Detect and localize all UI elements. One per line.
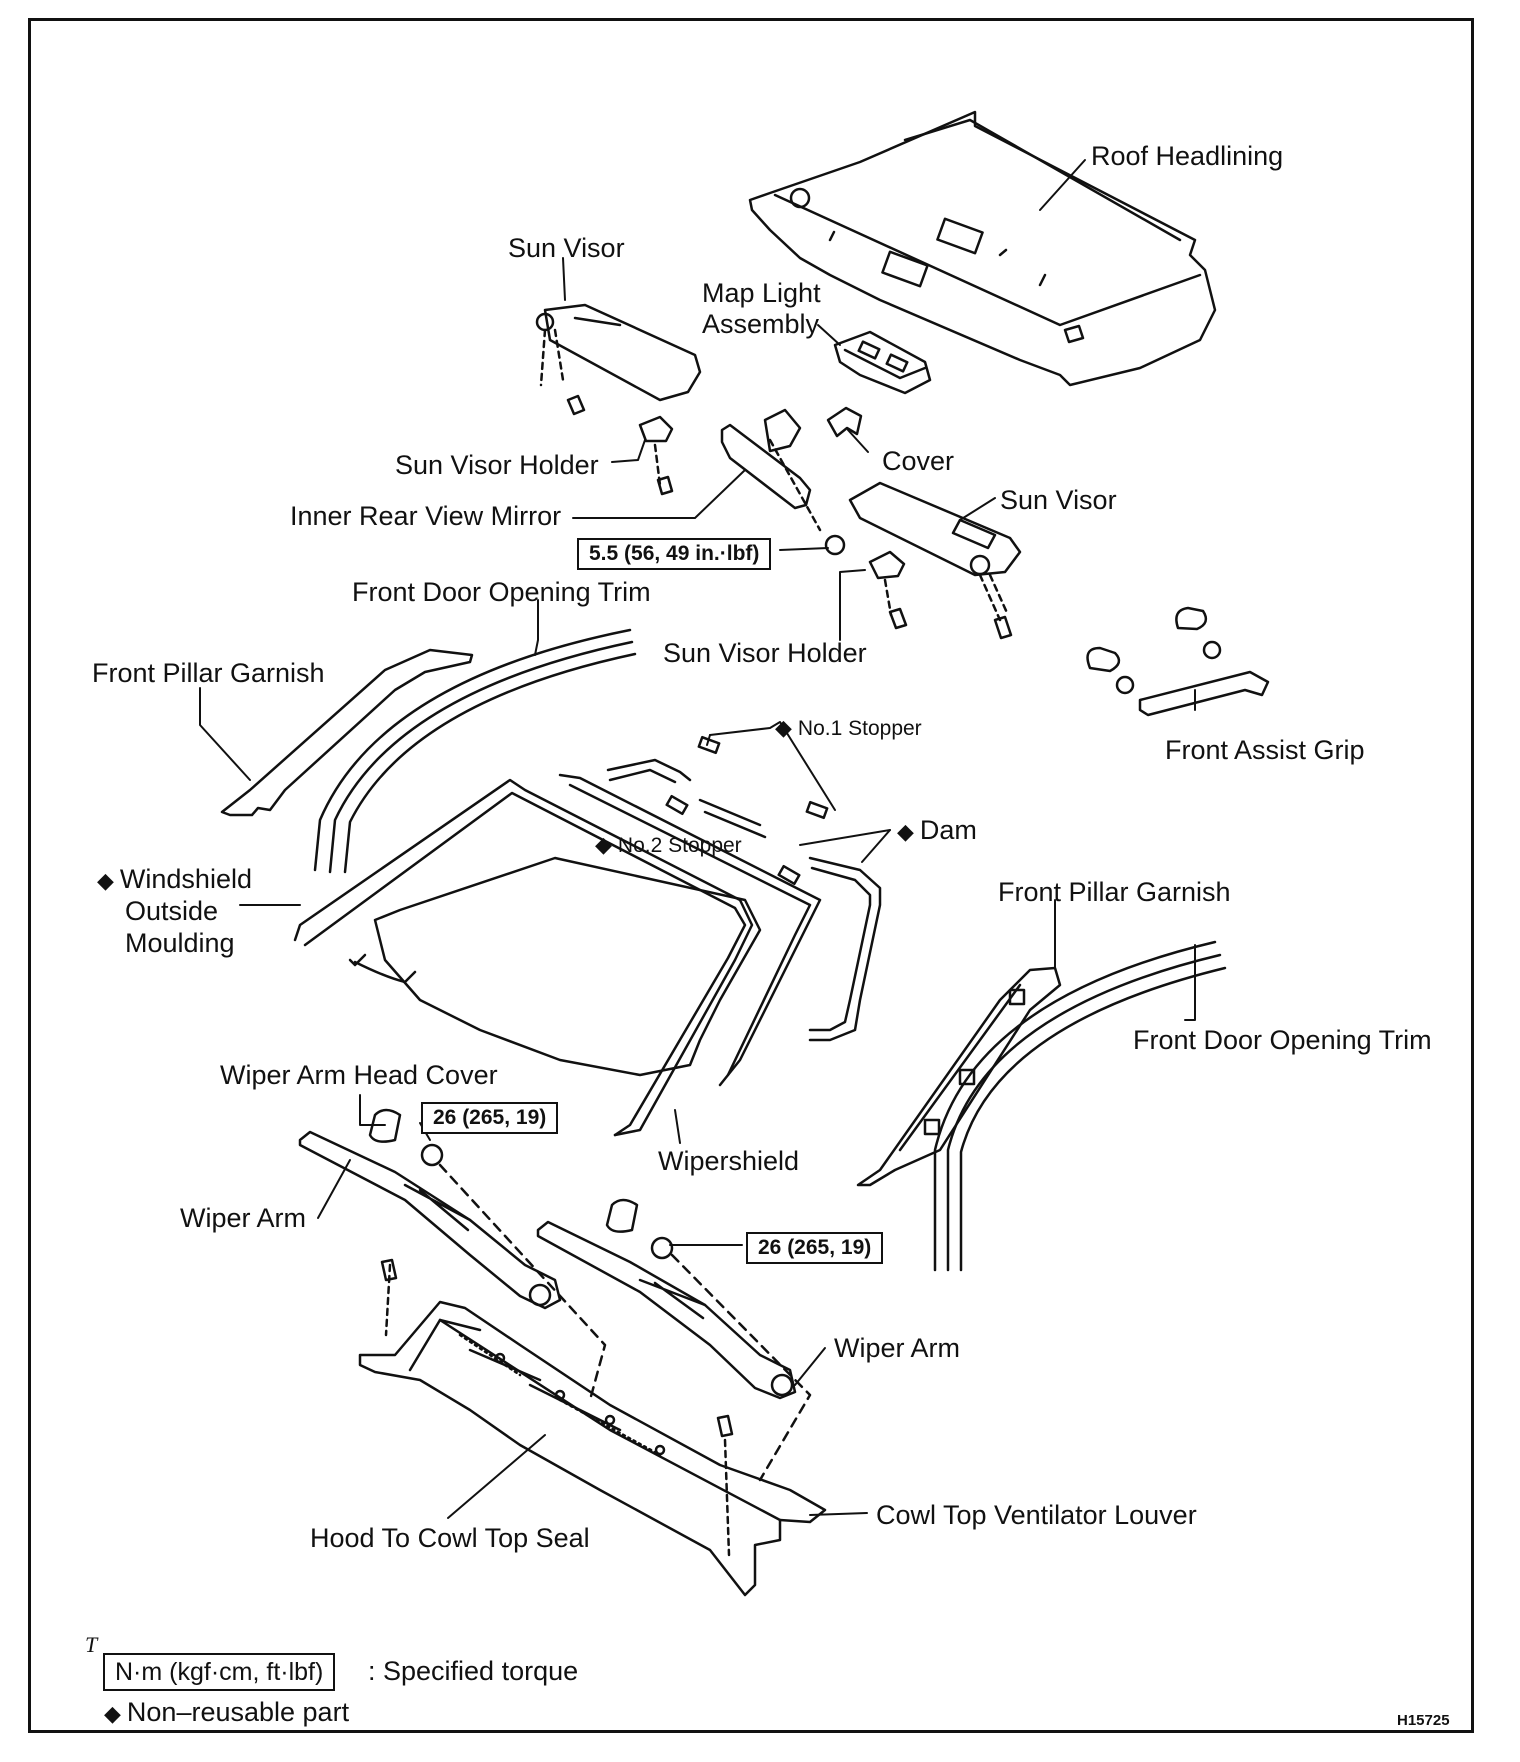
label-front-pillar-garnish-right: Front Pillar Garnish: [998, 877, 1231, 907]
non-reusable-marker: ◆: [104, 1701, 121, 1726]
wiper-arm-right-part: [536, 1198, 797, 1400]
label-sun-visor-holder-upper: Sun Visor Holder: [395, 450, 599, 480]
label-no1-stopper: ◆No.1 Stopper: [775, 713, 922, 744]
label-windshield-line1: ◆Windshield: [97, 864, 252, 894]
label-wiper-arm-head-cover: Wiper Arm Head Cover: [220, 1060, 498, 1090]
cowl-top-louver-part: [358, 1258, 827, 1597]
sun-visor-holder-upper-part: [638, 415, 674, 496]
label-sun-visor-left: Sun Visor: [508, 233, 625, 263]
front-pillar-garnish-left-part: [220, 648, 474, 817]
front-pillar-garnish-right-part: [856, 966, 1062, 1187]
roof-headlining-part: [748, 110, 1217, 387]
non-reusable-marker: ◆: [775, 715, 792, 740]
label-cover: Cover: [882, 446, 955, 476]
front-door-opening-trim-lower-part: [933, 940, 1227, 1272]
label-windshield-line3: Moulding: [125, 928, 235, 958]
front-assist-grip-part: [1086, 606, 1270, 717]
sun-visor-left-part: [535, 303, 702, 416]
label-windshield-line2: Outside: [125, 896, 219, 926]
torque-box-wiper-left: 26 (265, 19): [421, 1102, 559, 1134]
sun-visor-right-part: [848, 481, 1022, 640]
label-dam: ◆Dam: [897, 815, 977, 845]
label-map-light-line1: Map Light: [702, 278, 821, 308]
label-front-assist-grip: Front Assist Grip: [1165, 735, 1365, 765]
label-front-door-opening-trim-lower: Front Door Opening Trim: [1133, 1025, 1432, 1055]
label-front-pillar-garnish-left: Front Pillar Garnish: [92, 658, 325, 688]
non-reusable-marker: ◆: [97, 868, 114, 893]
diagram-frame: [28, 18, 1474, 1733]
label-hood-to-cowl-top-seal: Hood To Cowl Top Seal: [310, 1523, 590, 1553]
map-light-assembly-part: [833, 330, 932, 395]
legend-non-reusable: ◆Non–reusable part: [104, 1696, 349, 1730]
figure-code: H15725: [1397, 1712, 1450, 1729]
torque-box-wiper-right: 26 (265, 19): [746, 1232, 884, 1264]
label-map-light-line2: Assembly: [702, 309, 820, 339]
non-reusable-marker: ◆: [595, 832, 612, 857]
windshield-glass-part: [348, 773, 822, 1087]
label-front-door-opening-trim-upper: Front Door Opening Trim: [352, 577, 651, 607]
leader-lines: [199, 159, 1196, 1519]
inner-rear-view-mirror-part: [720, 408, 846, 556]
label-sun-visor-right: Sun Visor: [1000, 485, 1117, 515]
non-reusable-marker: ◆: [897, 819, 914, 844]
legend-unit-description: : Specified torque: [368, 1656, 579, 1686]
legend-torque-symbol: T: [85, 1632, 98, 1657]
sun-visor-holder-lower-part: [868, 550, 908, 630]
alignment-dashed-lines: [438, 1163, 812, 1482]
label-wiper-arm-right: Wiper Arm: [834, 1333, 961, 1363]
label-wiper-arm-left: Wiper Arm: [180, 1203, 307, 1233]
label-no2-stopper: ◆No.2 Stopper: [595, 830, 742, 861]
wiper-arm-left-part: [298, 1108, 562, 1310]
front-door-opening-trim-upper-part: [313, 628, 637, 874]
dam-part: [606, 735, 882, 1042]
label-roof-headlining: Roof Headlining: [1091, 141, 1284, 171]
label-wipershield: Wipershield: [658, 1146, 800, 1176]
torque-box-mirror: 5.5 (56, 49 in.·lbf): [577, 538, 772, 570]
cover-part: [826, 406, 863, 438]
label-sun-visor-holder-lower: Sun Visor Holder: [663, 638, 867, 668]
windshield-outside-moulding-part: [293, 778, 754, 1137]
label-cowl-top-ventilator-louver: Cowl Top Ventilator Louver: [876, 1500, 1197, 1530]
legend-unit-box: N·m (kgf·cm, ft·lbf): [103, 1653, 336, 1691]
label-inner-rear-view-mirror: Inner Rear View Mirror: [290, 501, 562, 531]
